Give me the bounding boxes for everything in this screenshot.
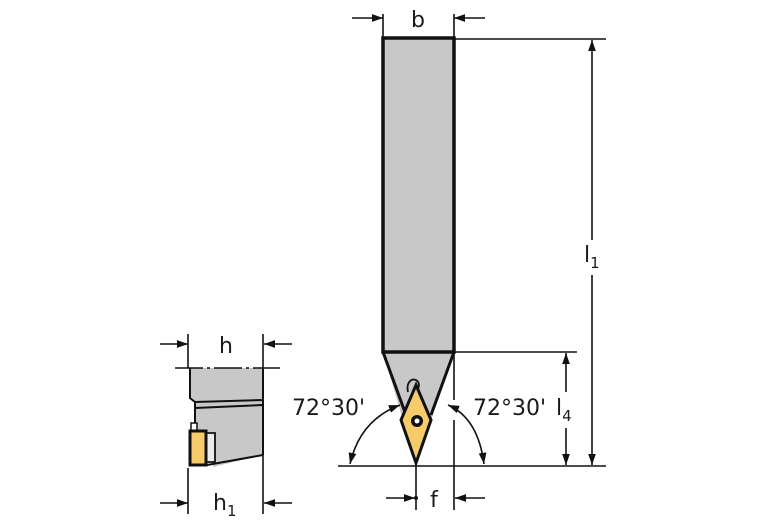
angle-left: 72°30' (292, 396, 401, 465)
angle-left-label: 72°30' (292, 396, 365, 421)
angle-right-label: 72°30' (473, 396, 546, 421)
dimension-f-label: f (430, 488, 439, 513)
side-body (190, 368, 263, 467)
side-view (175, 367, 280, 467)
dimension-l1-label: l1 (584, 243, 600, 272)
dimension-b-label: b (411, 8, 425, 33)
dimension-f: f (386, 488, 485, 513)
dimension-h1: h1 (160, 491, 292, 520)
angle-right: 72°30' (447, 396, 546, 465)
shank-body (383, 39, 454, 465)
dimension-h: h (160, 334, 292, 359)
main-view (381, 36, 456, 468)
dimension-l1: l1 (584, 40, 600, 465)
dimension-h-label: h (219, 334, 233, 359)
dimension-h1-label: h1 (213, 491, 237, 520)
dimension-l4: l4 (556, 353, 572, 465)
side-insert (188, 429, 208, 467)
dimension-b: b (352, 8, 485, 33)
extension-lines (338, 14, 606, 510)
dimension-l4-label: l4 (556, 396, 572, 425)
side-extension-lines (187, 334, 264, 514)
